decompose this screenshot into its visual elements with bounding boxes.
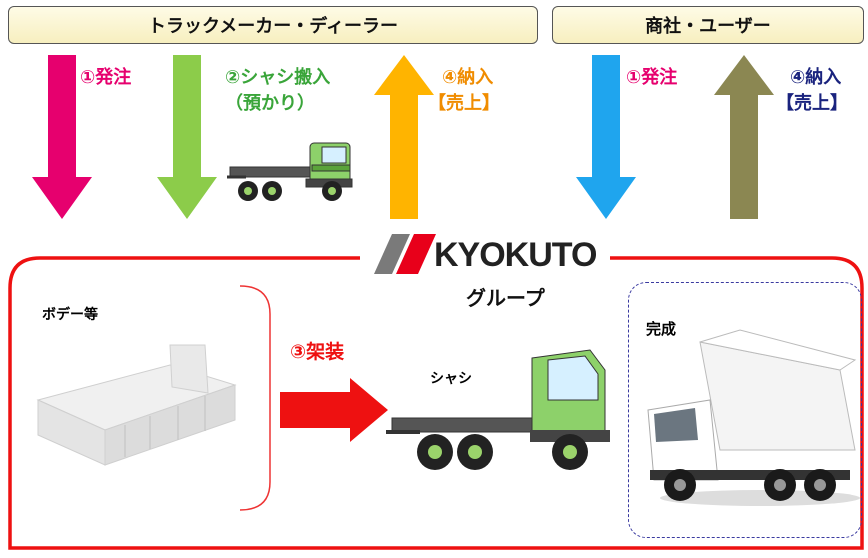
order-label-right: ①発注 [626, 67, 678, 88]
sales-label-left: 【売上】 [428, 93, 500, 114]
mounting-arrow [280, 378, 388, 442]
order-arrow-right [576, 55, 636, 219]
deliver-arrow-left [374, 55, 434, 219]
chassis-truck-large [386, 349, 610, 470]
chassis-label: シャシ [430, 371, 472, 387]
deliver-label-left: ④納入 [442, 67, 494, 88]
order-label-left: ①発注 [80, 67, 132, 88]
chassis-in-arrow [157, 55, 217, 219]
complete-label: 完成 [646, 320, 677, 338]
order-arrow-left [32, 55, 92, 219]
mounting-label: ③架装 [290, 341, 345, 363]
chassis-in-note: （預かり） [225, 93, 315, 114]
completed-dump-truck-image [647, 329, 860, 506]
chassis-truck-small [227, 142, 353, 201]
deliver-label-right: ④納入 [790, 67, 842, 88]
complete-box [628, 282, 862, 538]
dump-body-image [36, 344, 237, 466]
sales-label-right: 【売上】 [776, 93, 848, 114]
chassis-in-label: ②シャシ搬入 [225, 67, 331, 88]
body-label: ボデー等 [42, 307, 98, 323]
group-label: グループ [466, 286, 545, 310]
kyokuto-logo-mark [374, 234, 436, 274]
trading-user-box: 商社・ユーザー [552, 6, 864, 44]
deliver-arrow-right [714, 55, 774, 219]
kyokuto-logo-text: KYOKUTO [434, 236, 597, 274]
body-bracket [239, 285, 271, 511]
maker-dealer-box: トラックメーカー・ディーラー [8, 6, 538, 44]
